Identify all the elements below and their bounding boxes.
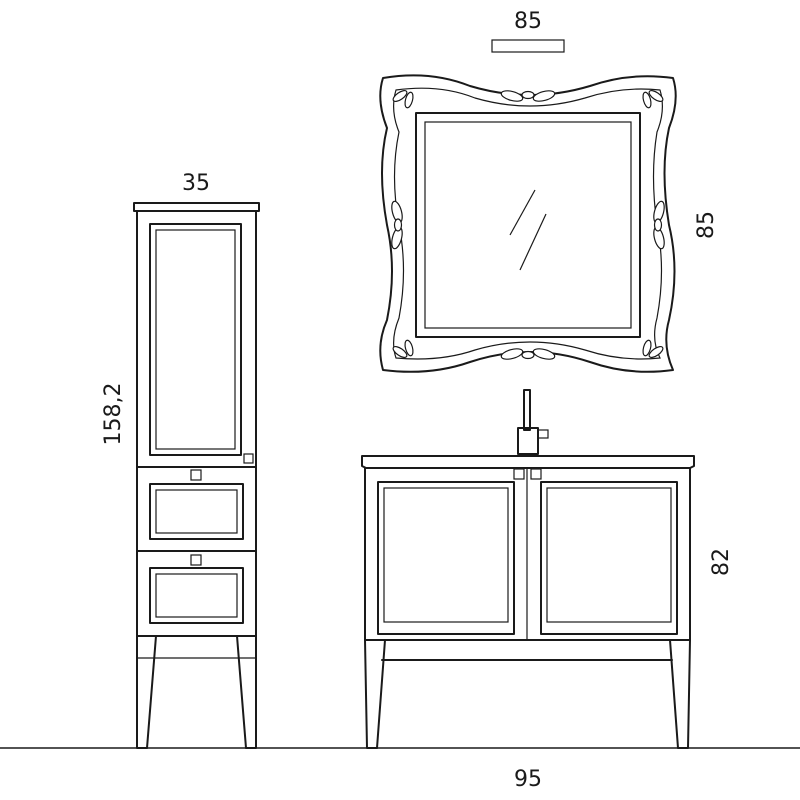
vanity-knob-right: [530, 468, 542, 480]
ornament-corner-top-right: [642, 89, 664, 109]
ornament-leaves-left: [391, 200, 403, 250]
dim-vanity-height: 82: [709, 548, 734, 576]
dim-column-height: 158,2: [101, 383, 126, 446]
column-drawer-1-panel: [155, 489, 238, 534]
vanity-door-right-panel: [546, 487, 672, 623]
vanity-door-right: [540, 481, 678, 635]
column-top: [133, 202, 260, 212]
mirror-frame-inner: [393, 87, 663, 360]
ornament-leaves-right: [653, 200, 665, 250]
ornament-corner-bottom-left: [392, 339, 414, 359]
vanity-door-left-panel: [383, 487, 509, 623]
mirror-reflection-mark: [519, 213, 547, 271]
vanity-door-left: [377, 481, 515, 635]
dim-vanity-width: 95: [514, 767, 542, 792]
ornament-leaves-bottom: [500, 348, 556, 360]
column-door-knob: [243, 453, 254, 464]
vanity: [361, 389, 695, 749]
column-body: [136, 210, 257, 637]
mirror-frame-outer: [379, 74, 677, 373]
column-door-panel: [155, 229, 236, 450]
column-door: [149, 223, 242, 456]
column-drawer-2: [149, 567, 244, 624]
mirror-glass: [424, 121, 632, 329]
faucet: [517, 389, 549, 455]
ornament-corner-top-left: [392, 89, 414, 109]
column-drawer-1-knob: [190, 469, 202, 481]
dim-mirror-height: 85: [694, 211, 719, 239]
mirror-glass-border: [415, 112, 641, 338]
vanity-knob-left: [513, 468, 525, 480]
dim-column-width: 35: [182, 171, 210, 196]
vanity-countertop: [361, 455, 695, 469]
column-drawer-2-knob: [190, 554, 202, 566]
column-leg-left: [136, 635, 157, 749]
column-drawer-2-panel: [155, 573, 238, 618]
wall-light: [491, 39, 565, 53]
vanity-leg-right: [669, 639, 691, 749]
ornament-corner-bottom-right: [642, 339, 664, 359]
column-drawer-1: [149, 483, 244, 540]
mirror-reflection-mark: [509, 189, 536, 236]
column-cabinet: [133, 202, 260, 749]
vanity-leg-left: [364, 639, 386, 749]
ornament-leaves-top: [500, 90, 556, 102]
dim-mirror-width: 85: [514, 9, 542, 34]
column-leg-right: [236, 635, 257, 749]
mirror: [379, 39, 677, 373]
